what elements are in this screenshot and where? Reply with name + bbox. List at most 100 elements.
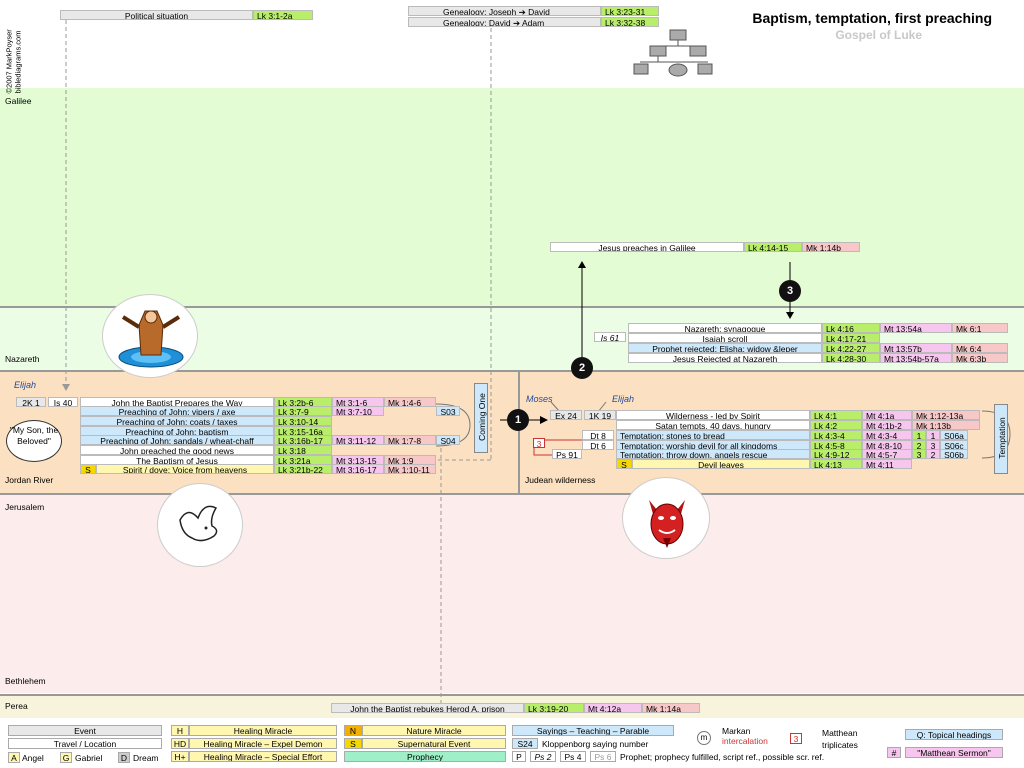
john-baptist-icon (118, 310, 184, 368)
divider (518, 372, 520, 493)
mt-ref: Mt 4:5-7 (862, 449, 912, 459)
genealogy-label: Genealogy: David (443, 18, 511, 27)
event-label: Wilderness - led by Spirit (616, 410, 810, 420)
mt-ref: Mt 4:3-4 (862, 430, 912, 440)
legend-event: Event (8, 725, 162, 736)
legend-travel: Travel / Location (8, 738, 162, 749)
mt-ref: Mt 13:54a (880, 323, 952, 333)
legend-key: Ps 6 (590, 751, 616, 762)
mk-ref: Mk 1:13b (912, 420, 980, 430)
step-marker: 2 (571, 357, 593, 379)
arrow-icon: ➔ (518, 7, 526, 16)
mt-ref: Mt 4:1b-2 (862, 420, 912, 430)
lk-ref: Lk 4:17-21 (822, 333, 880, 343)
coming-one-label: Coming One (477, 393, 487, 441)
location-nazareth: Nazareth (5, 354, 40, 364)
scripture-ref: 2K 1 (16, 397, 46, 407)
event-label: John the Baptist rebukes Herod A, prison (331, 703, 524, 713)
saying-number: S06b (940, 449, 968, 459)
legend-healing: Healing Miracle (189, 725, 337, 736)
legend-text: intercalation (722, 736, 768, 746)
page-subtitle: Gospel of Luke (835, 28, 922, 42)
event-label: Satan tempts, 40 days, hungry (616, 420, 810, 430)
political-ref: Lk 3:1-2a (253, 10, 313, 20)
legend-key: # (887, 747, 901, 758)
mk-ref: Mk 6:4 (952, 343, 1008, 353)
legend-text: Gabriel (75, 753, 103, 763)
saying-number: S04 (436, 435, 460, 445)
lk-ref: Lk 3:10-14 (274, 416, 332, 426)
lk-ref: Lk 4:16 (822, 323, 880, 333)
event-label: Jesus preaches in Galilee (550, 242, 744, 252)
legend-sermon: "Matthean Sermon" (905, 747, 1003, 758)
event-label: Temptation: stones to bread (616, 430, 810, 440)
scripture-ref: Ex 24 (550, 410, 582, 420)
page-title: Baptism, temptation, first preaching (752, 10, 992, 26)
dove-illustration (157, 483, 243, 567)
john-baptist-illustration (102, 294, 198, 378)
lk-ref: Lk 4:9-12 (810, 449, 862, 459)
mk-ref: Mk 1:4-6 (384, 397, 436, 407)
coming-one-box: Coming One (474, 383, 488, 453)
moses-label: Moses (526, 394, 553, 404)
legend-text: Angel (22, 753, 44, 763)
arrow-icon: ➔ (512, 18, 521, 27)
lk-ref: Lk 3:16b-17 (274, 435, 332, 445)
location-bethlehem: Bethlehem (5, 676, 46, 686)
elijah-label: Elijah (14, 380, 37, 390)
family-tree-icon (633, 29, 713, 77)
legend-text: Kloppenborg saying number (542, 739, 649, 749)
mk-ref: Mk 6:1 (952, 323, 1008, 333)
lk-ref: Lk 3:19-20 (524, 703, 584, 713)
legend-key: P (512, 751, 526, 762)
triplicate-badge: 3 (533, 438, 545, 448)
event-label: Jesus Rejected at Nazareth (628, 353, 822, 363)
location-jordan: Jordan River (5, 475, 54, 485)
order-number: 3 (912, 449, 926, 459)
mk-ref: Mk 6:3b (952, 353, 1008, 363)
mt-ref: Mt 13:57b (880, 343, 952, 353)
lk-ref: Lk 3:7-9 (274, 406, 332, 416)
legend-key: Ps 4 (560, 751, 586, 762)
location-judean: Judean wilderness (525, 475, 596, 485)
genealogy-ref: Lk 3:23-31 (601, 6, 659, 16)
lk-ref: Lk 4:3-4 (810, 430, 862, 440)
lk-ref: Lk 4:1 (810, 410, 862, 420)
scripture-ref: Is 40 (48, 397, 78, 407)
divider (0, 306, 1024, 308)
order-number: 2 (926, 449, 940, 459)
mk-ref: Mk 1:7-8 (384, 435, 436, 445)
legend-supernatural: Supernatural Event (362, 738, 506, 749)
divider (0, 694, 1024, 696)
legend-topical: Q: Topical headings (905, 729, 1003, 740)
galilee-region (0, 88, 1024, 306)
genealogy-ref: Lk 3:32-38 (601, 17, 659, 27)
legend-text: triplicates (822, 740, 858, 750)
mt-ref: Mt 3:16-17 (332, 464, 384, 474)
supernatural-tag: S (80, 464, 96, 474)
legend-text: Markan (722, 726, 751, 736)
speech-bubble: "My Son, the Beloved" (6, 420, 62, 462)
genealogy-label: Genealogy: Joseph (443, 7, 517, 16)
legend-key: G (60, 752, 72, 763)
mk-ref: Mk 1:14b (802, 242, 860, 252)
event-label: Devil leaves (632, 459, 810, 469)
legend: Event Travel / Location A Angel G Gabrie… (0, 720, 1024, 768)
legend-text: Dream (133, 753, 159, 763)
scripture-ref: Dt 6 (582, 440, 614, 450)
legend-key: A (8, 752, 20, 763)
supernatural-tag: S (616, 459, 632, 469)
lk-ref: Lk 4:2 (810, 420, 862, 430)
divider (0, 493, 1024, 495)
mt-ref: Mt 4:1a (862, 410, 912, 420)
temptation-box: Temptation (994, 404, 1008, 474)
location-galilee: Galilee (5, 96, 32, 106)
mt-ref: Mt 4:11 (862, 459, 912, 469)
order-number: 1 (926, 430, 940, 440)
lk-ref: Lk 4:28-30 (822, 353, 880, 363)
legend-nature: Nature Miracle (362, 725, 506, 736)
lk-ref: Lk 4:22-27 (822, 343, 880, 353)
legend-key: N (344, 725, 362, 736)
legend-key: S24 (512, 738, 538, 749)
scripture-ref: 1K 19 (584, 410, 616, 420)
